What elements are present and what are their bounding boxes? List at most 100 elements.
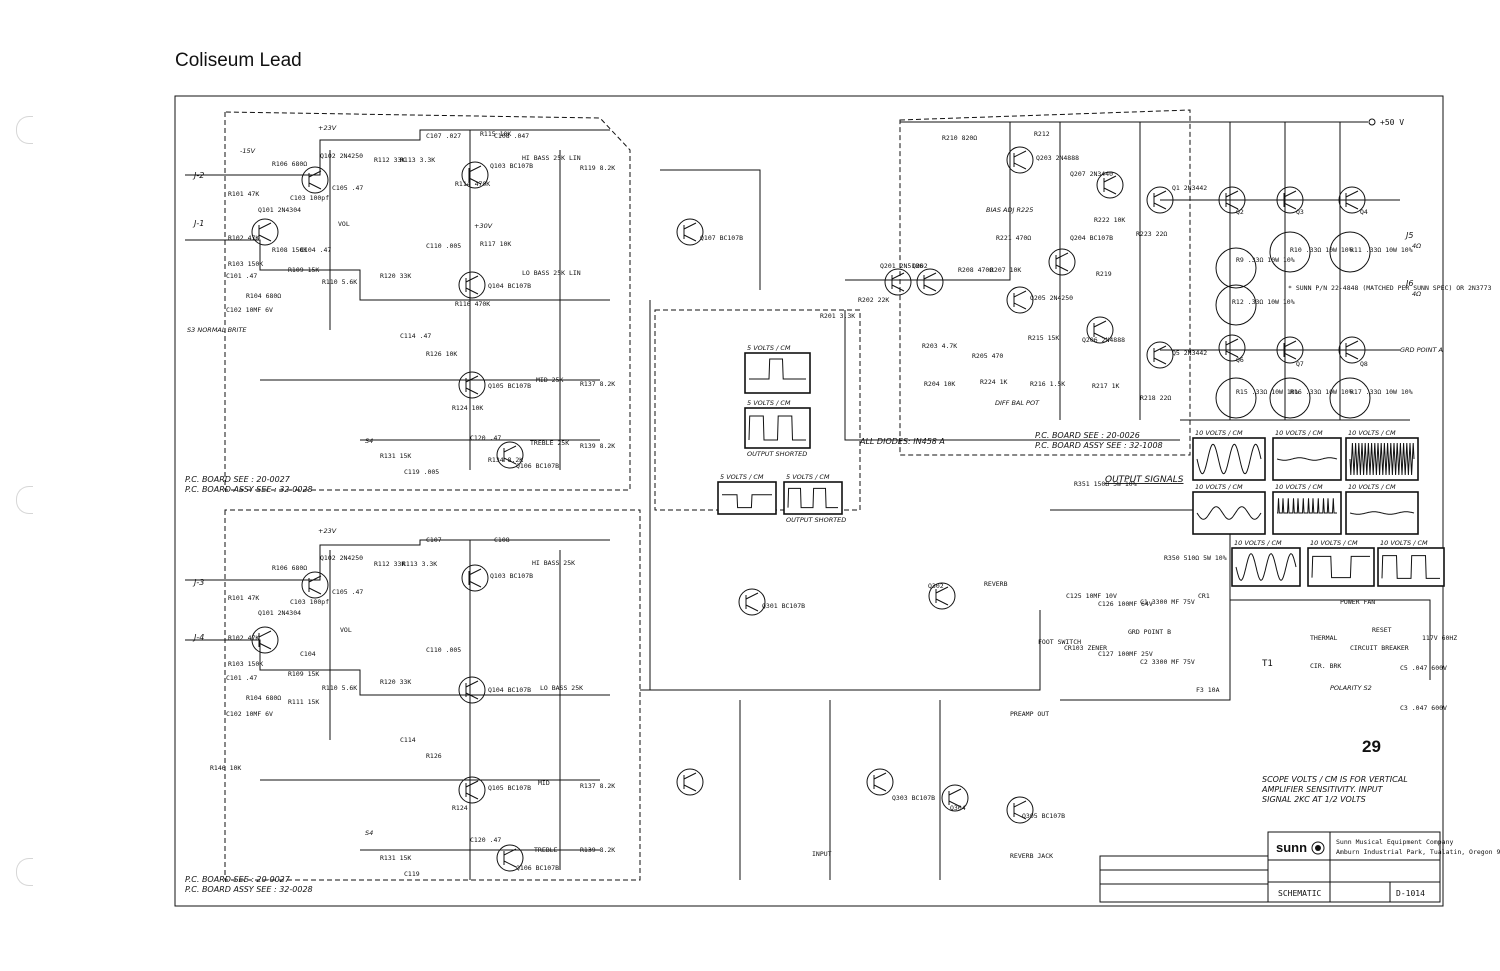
scope-label: 5 VOLTS / CM (720, 473, 764, 481)
rail-plus23: +23V (318, 527, 337, 535)
component-label: C126 100MF 64V (1098, 600, 1153, 608)
component-label: Q104 BC107B (488, 686, 531, 694)
rail-plus23: +23V (318, 124, 337, 132)
diode-note: ALL DIODES: IN458 A (859, 437, 945, 446)
component-label: Q103 BC107B (490, 572, 533, 580)
component-label: Q105 BC107B (488, 784, 531, 792)
scope-label: 10 VOLTS / CM (1275, 429, 1323, 437)
component-label: R9 .33Ω 10W 10% (1236, 256, 1295, 264)
component-label: Q206 2N4888 (1082, 336, 1125, 344)
component-label: Q106 BC107B (516, 864, 559, 872)
control-label: VOL (338, 220, 350, 228)
scope-caption: OUTPUT SHORTED (786, 516, 846, 524)
transistor-symbol (301, 571, 329, 599)
power-resistor-symbol (1215, 247, 1257, 289)
scope-trace (1276, 457, 1338, 461)
transistor-leads (465, 375, 479, 395)
transistor-leads (1283, 340, 1297, 360)
component-label: R11 .33Ω 10W 10% (1350, 246, 1413, 254)
wire (844, 310, 1180, 441)
drawing-title: SCHEMATIC (1278, 889, 1322, 898)
transistor-leads (683, 772, 697, 792)
component-label: R12 .33Ω 10W 10% (1232, 298, 1295, 306)
component-label: R112 33K (374, 560, 405, 568)
component-label: R106 680Ω (272, 564, 307, 572)
scope-label: 5 VOLTS / CM (747, 344, 791, 352)
transistor-symbol (1218, 334, 1246, 362)
component-label: FOOT SWITCH (1038, 638, 1081, 646)
jack-j3: J-3 (192, 578, 204, 587)
transistor-leads (1055, 252, 1069, 272)
component-label: Q107 BC107B (700, 234, 743, 242)
component-label: INPUT (812, 850, 832, 858)
component-label: R104 680Ω (246, 694, 281, 702)
control-label: LO BASS 25K LIN (522, 269, 581, 277)
jack-j6: J6 (1404, 279, 1413, 288)
transistor-leads (1103, 175, 1117, 195)
component-label: C110 .005 (426, 242, 461, 250)
control-label: TREBLE (534, 846, 558, 854)
component-label: R134 8.2K (488, 456, 523, 464)
jack-j1: J-1 (192, 219, 204, 228)
power-resistor-symbol (1329, 377, 1371, 419)
scope-trace (722, 494, 772, 509)
transistor-symbol (1096, 171, 1124, 199)
switch-s3-label: S3 NORMAL BRITE (187, 326, 247, 334)
scope-label: 10 VOLTS / CM (1275, 483, 1323, 491)
component-label: Q2 (1236, 208, 1244, 216)
component-label: Q207 2N3440 (1070, 170, 1113, 178)
component-label: R120 33K (380, 272, 411, 280)
scope-trace (1349, 442, 1415, 476)
scope-trace (1235, 553, 1297, 581)
transistor-symbol (1146, 341, 1174, 369)
control-label: TREBLE 25K (530, 439, 569, 447)
component-label: Q8 (1360, 360, 1368, 368)
component-label: Q302 (928, 582, 944, 590)
transistor-symbol (928, 582, 956, 610)
component-label: POWER FAN (1340, 598, 1375, 606)
component-label: C108 .047 (494, 132, 529, 140)
transistor-symbol (1086, 316, 1114, 344)
power-resistor-symbol (1215, 284, 1257, 326)
scope-trace (1277, 498, 1337, 514)
wire (260, 779, 600, 851)
component-label: R207 10K (990, 266, 1021, 274)
switch-s4-label: S4 (365, 829, 373, 837)
component-label: Q105 BC107B (488, 382, 531, 390)
wire (185, 539, 610, 581)
jack-j5: J5 (1404, 231, 1413, 240)
wire (1160, 199, 1410, 421)
transistor-group (251, 146, 1371, 872)
component-label: R208 470Ω (958, 266, 993, 274)
transistor-symbol (1218, 186, 1246, 214)
scope-label: 10 VOLTS / CM (1195, 429, 1243, 437)
wire (1050, 509, 1431, 701)
component-label: C102 10MF 6V (226, 306, 273, 314)
component-label: C119 .005 (404, 468, 439, 476)
component-label: RESET (1372, 626, 1392, 634)
component-label: C105 .47 (332, 588, 363, 596)
scope-screen (1192, 491, 1266, 535)
scope-screen (717, 481, 777, 515)
transistor-leads (891, 272, 905, 292)
component-label: R102 47K (228, 634, 259, 642)
component-label: R119 8.2K (580, 164, 615, 172)
component-label: R137 8.2K (580, 782, 615, 790)
wire (185, 639, 610, 696)
component-label: R114 470K (455, 180, 490, 188)
component-label: R124 10K (452, 404, 483, 412)
transistor-symbol (301, 166, 329, 194)
board-outline-power (899, 109, 1191, 456)
speaker-4ohm-label: 4Ω (1412, 290, 1421, 298)
transistor-leads (1345, 190, 1359, 210)
component-label: R216 1.5K (1030, 380, 1065, 388)
scope-label: 10 VOLTS / CM (1310, 539, 1358, 547)
wire (185, 129, 610, 176)
component-label: R215 15K (1028, 334, 1059, 342)
transistor-symbol (251, 626, 279, 654)
page-title: Coliseum Lead (175, 50, 302, 71)
scope-screen (744, 352, 811, 394)
component-label: REVERB JACK (1010, 852, 1053, 860)
